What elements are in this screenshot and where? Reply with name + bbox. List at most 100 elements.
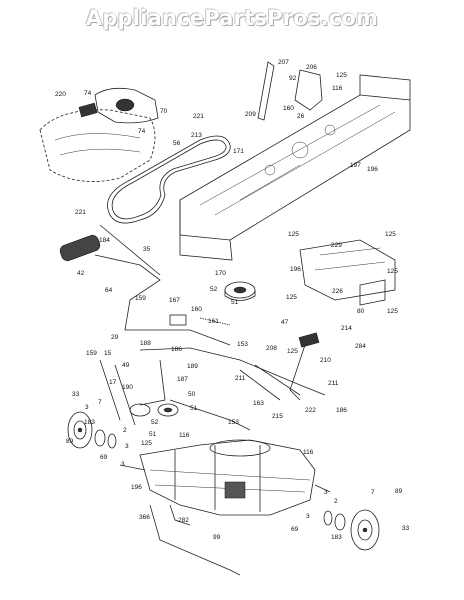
part-callout: 74 bbox=[138, 128, 146, 135]
part-callout: 160 bbox=[191, 306, 202, 313]
part-callout: 3 bbox=[121, 461, 125, 468]
part-callout: 183 bbox=[84, 419, 95, 426]
part-callout: 17 bbox=[109, 379, 117, 386]
part-callout: 209 bbox=[245, 111, 256, 118]
part-callout: 2 bbox=[123, 427, 127, 434]
part-callout: 26 bbox=[297, 113, 305, 120]
part-callout: 80 bbox=[357, 308, 365, 315]
part-callout: 229 bbox=[331, 242, 342, 249]
part-callout: 186 bbox=[171, 346, 182, 353]
part-callout: 188 bbox=[140, 340, 151, 347]
part-callout: 116 bbox=[332, 85, 343, 92]
part-callout: 163 bbox=[253, 400, 264, 407]
part-callout: 187 bbox=[177, 376, 188, 383]
part-callout: 125 bbox=[387, 308, 398, 315]
part-callout: 50 bbox=[188, 391, 196, 398]
part-callout: 116 bbox=[303, 449, 314, 456]
part-callout: 214 bbox=[341, 325, 352, 332]
part-callout: 125 bbox=[286, 294, 297, 301]
part-callout: 15 bbox=[104, 350, 112, 357]
part-callout: 125 bbox=[287, 348, 298, 355]
part-callout: 196 bbox=[131, 484, 142, 491]
part-callout: 183 bbox=[331, 534, 342, 541]
part-callout: 215 bbox=[272, 413, 283, 420]
part-callout: 51 bbox=[149, 431, 157, 438]
part-callout: 207 bbox=[278, 59, 289, 66]
part-callout: 99 bbox=[213, 534, 221, 541]
part-callout: 49 bbox=[122, 362, 130, 369]
part-callout: 125 bbox=[385, 231, 396, 238]
lift-handle bbox=[59, 224, 231, 346]
part-callout: 197 bbox=[350, 162, 361, 169]
part-callout: 159 bbox=[135, 295, 146, 302]
part-callout: 74 bbox=[84, 90, 92, 97]
left-hub bbox=[67, 411, 117, 449]
part-callout: 69 bbox=[291, 526, 299, 533]
part-callout: 33 bbox=[72, 391, 80, 398]
lower-pulleys bbox=[129, 403, 179, 417]
watermark: AppliancePartsPros.com bbox=[85, 6, 379, 30]
part-callout: 159 bbox=[86, 350, 97, 357]
part-callout: 52 bbox=[210, 286, 218, 293]
part-callout: 226 bbox=[332, 288, 343, 295]
lift-lever bbox=[257, 61, 323, 121]
part-callout: 222 bbox=[305, 407, 316, 414]
part-callout: 161 bbox=[208, 318, 219, 325]
part-callout: 92 bbox=[289, 75, 297, 82]
right-hub bbox=[323, 509, 380, 551]
part-callout: 7 bbox=[371, 489, 375, 496]
part-callout: 284 bbox=[355, 343, 366, 350]
part-callout: 125 bbox=[288, 231, 299, 238]
linkage-rods bbox=[99, 314, 326, 431]
part-callout: 160 bbox=[283, 105, 294, 112]
part-callout: 208 bbox=[266, 345, 277, 352]
part-callout: 7 bbox=[98, 399, 102, 406]
part-callout: 167 bbox=[169, 297, 180, 304]
part-callout: 116 bbox=[179, 432, 190, 439]
part-callout: 125 bbox=[387, 268, 398, 275]
part-callout: 47 bbox=[281, 319, 289, 326]
bumper-bracket bbox=[299, 239, 396, 306]
part-callout: 221 bbox=[193, 113, 204, 120]
part-callout: 211 bbox=[328, 380, 339, 387]
part-callout: 153 bbox=[237, 341, 248, 348]
part-callout: 206 bbox=[306, 64, 317, 71]
part-callout: 153 bbox=[228, 419, 239, 426]
tractor-frame bbox=[179, 74, 411, 261]
part-callout: 186 bbox=[336, 407, 347, 414]
part-callout: 170 bbox=[215, 270, 226, 277]
transaxle bbox=[119, 439, 331, 516]
part-callout: 70 bbox=[160, 108, 168, 115]
hood-assembly bbox=[39, 87, 159, 182]
part-callout: 42 bbox=[77, 270, 85, 277]
part-callout: 211 bbox=[235, 375, 246, 382]
part-callout: 29 bbox=[111, 334, 119, 341]
part-callout: 184 bbox=[99, 237, 110, 244]
part-callout: 213 bbox=[191, 132, 202, 139]
part-callout: 3 bbox=[306, 513, 310, 520]
part-callout: 282 bbox=[178, 517, 189, 524]
part-callout: 3 bbox=[125, 443, 129, 450]
part-callout: 89 bbox=[395, 488, 403, 495]
drive-belt bbox=[107, 135, 231, 224]
part-callout: 56 bbox=[173, 140, 181, 147]
part-callout: 366 bbox=[139, 514, 150, 521]
part-callout: 190 bbox=[122, 384, 133, 391]
part-callout: 3 bbox=[324, 489, 328, 496]
part-callout: 189 bbox=[187, 363, 198, 370]
part-callout: 52 bbox=[151, 419, 159, 426]
part-callout: 51 bbox=[231, 299, 239, 306]
part-callout: 210 bbox=[320, 357, 331, 364]
part-callout: 64 bbox=[105, 287, 113, 294]
part-callout: 220 bbox=[55, 91, 66, 98]
part-callout: 35 bbox=[143, 246, 151, 253]
part-callout: 171 bbox=[233, 148, 244, 155]
part-callout: 51 bbox=[190, 405, 198, 412]
part-callout: 3 bbox=[85, 404, 89, 411]
part-callout: 89 bbox=[66, 438, 74, 445]
shift-rod bbox=[149, 504, 241, 576]
part-callout: 125 bbox=[336, 72, 347, 79]
part-callout: 2 bbox=[334, 498, 338, 505]
